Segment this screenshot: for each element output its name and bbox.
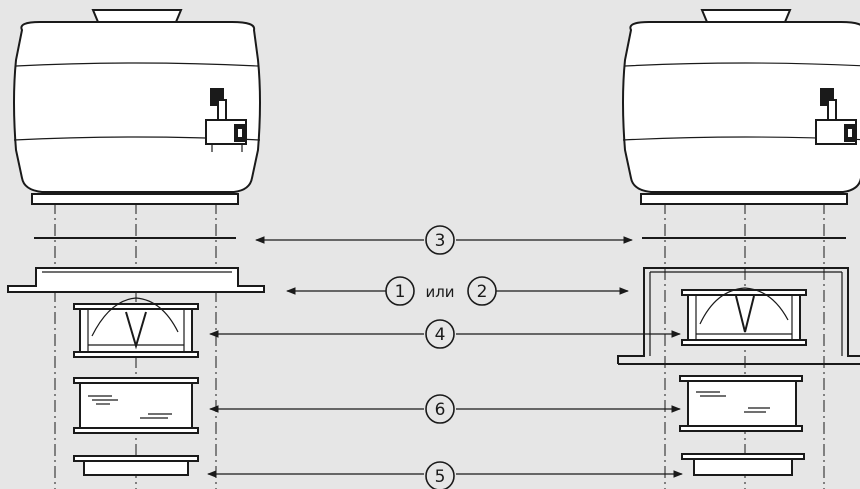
- left-assembly: [7, 9, 265, 489]
- callout-4-label: 4: [435, 325, 446, 345]
- left-spigot: [73, 455, 199, 476]
- callout-or-word: или: [425, 283, 454, 301]
- callout-4: 4: [209, 319, 681, 349]
- right-spigot: [681, 453, 805, 476]
- callout-3-label: 3: [435, 231, 446, 251]
- right-roof-base: [617, 267, 860, 365]
- callout-5: 5: [207, 461, 683, 489]
- right-assembly: [617, 9, 860, 489]
- callout-1-label: 1: [395, 282, 406, 302]
- callout-1-or-2: 1 или 2: [286, 276, 629, 306]
- left-backdraft-damper: [73, 297, 199, 358]
- left-flexible-connector: [73, 377, 199, 434]
- right-roof-fan: [622, 9, 860, 205]
- callout-5-label: 5: [435, 467, 446, 487]
- callout-3: 3: [255, 225, 633, 255]
- left-roof-base: [7, 267, 265, 293]
- callout-2-label: 2: [477, 282, 488, 302]
- right-backdraft-damper: [681, 287, 807, 346]
- callout-6-label: 6: [435, 400, 446, 420]
- left-roof-fan: [13, 9, 261, 205]
- right-flexible-connector: [679, 375, 803, 432]
- callout-6: 6: [209, 394, 681, 424]
